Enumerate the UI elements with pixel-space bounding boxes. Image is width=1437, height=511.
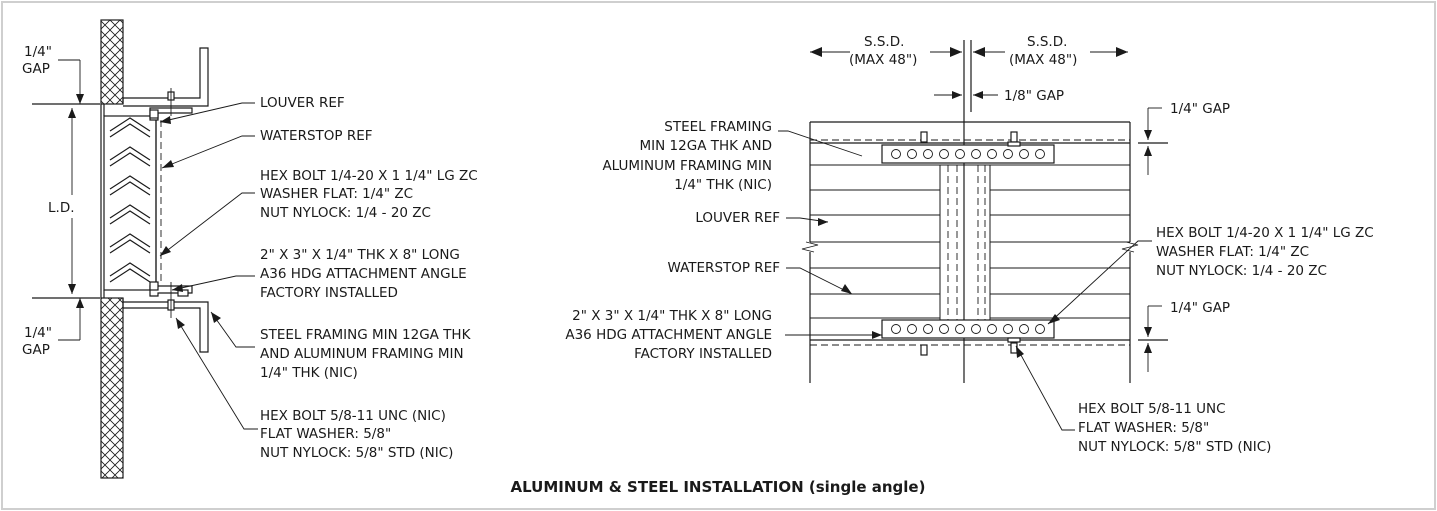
left-gap-top-line1: 1/4" [24,44,52,60]
left-framing-line2: AND ALUMINUM FRAMING MIN [260,346,464,362]
left-section-detail: 1/4" GAP 1/4" GAP L.D. LOUVER REF WATERS… [22,19,478,479]
right-framing-line4: 1/4" THK (NIC) [674,177,772,193]
ssd-left-line1: S.S.D. [864,34,904,50]
left-framing-line1: STEEL FRAMING MIN 12GA THK [260,327,472,343]
gap-center-label: 1/8" GAP [1004,88,1064,104]
dim-ld-label: L.D. [48,200,75,216]
left-angle-line2: A36 HDG ATTACHMENT ANGLE [260,266,467,282]
elevation-blades [810,164,1130,319]
right-hex-bolt-large-line2: FLAT WASHER: 5/8" [1078,420,1209,436]
left-waterstop-ref-label: WATERSTOP REF [260,128,373,144]
left-angle-line1: 2" X 3" X 1/4" THK X 8" LONG [260,247,460,263]
right-framing-line1: STEEL FRAMING [664,119,772,135]
wall-upper-hatch [100,19,124,105]
right-waterstop-ref-label: WATERSTOP REF [667,260,780,276]
left-gap-top-line2: GAP [22,61,50,77]
left-framing-line3: 1/4" THK (NIC) [260,365,358,381]
right-hex-bolt-small-line1: HEX BOLT 1/4-20 X 1 1/4" LG ZC [1156,225,1374,241]
ssd-right-line1: S.S.D. [1027,34,1067,50]
left-hex-bolt-large-line3: NUT NYLOCK: 5/8" STD (NIC) [260,445,453,461]
right-hex-bolt-large-line3: NUT NYLOCK: 5/8" STD (NIC) [1078,439,1271,455]
left-louver-ref-label: LOUVER REF [260,95,345,111]
top-angle-plate [881,144,1055,164]
bottom-angle-plate [881,319,1055,339]
left-gap-bottom-line2: GAP [22,342,50,358]
drawing-title: ALUMINUM & STEEL INSTALLATION (single an… [511,478,926,496]
right-louver-ref-label: LOUVER REF [695,210,780,226]
left-gap-bottom-line1: 1/4" [24,325,52,341]
mullion [939,164,991,321]
right-hex-bolt-small-line3: NUT NYLOCK: 1/4 - 20 ZC [1156,263,1327,279]
left-hex-bolt-small-line2: WASHER FLAT: 1/4" ZC [260,186,413,202]
top-framing [122,47,209,107]
left-hex-bolt-large-line1: HEX BOLT 5/8-11 UNC (NIC) [260,408,446,424]
bottom-framing [122,298,209,353]
ssd-left-line2: (MAX 48") [849,52,917,68]
right-gap-top-label: 1/4" GAP [1170,101,1230,117]
right-framing-line3: ALUMINUM FRAMING MIN [602,158,772,174]
right-angle-line1: 2" X 3" X 1/4" THK X 8" LONG [572,308,772,324]
right-gap-bottom-label: 1/4" GAP [1170,300,1230,316]
left-hex-bolt-large-line2: FLAT WASHER: 5/8" [260,426,391,442]
left-hex-bolt-small-line1: HEX BOLT 1/4-20 X 1 1/4" LG ZC [260,168,478,184]
right-elevation-detail: S.S.D. (MAX 48") S.S.D. (MAX 48") 1/8" G… [565,34,1373,455]
louver-frame [103,115,157,291]
left-hex-bolt-small-line3: NUT NYLOCK: 1/4 - 20 ZC [260,205,431,221]
ssd-right-line2: (MAX 48") [1009,52,1077,68]
right-angle-line2: A36 HDG ATTACHMENT ANGLE [565,327,772,343]
right-framing-line2: MIN 12GA THK AND [640,138,772,154]
right-hex-bolt-large-line1: HEX BOLT 5/8-11 UNC [1078,401,1226,417]
left-angle-line3: FACTORY INSTALLED [260,285,398,301]
top-angle-holes [891,149,1045,159]
right-angle-line3: FACTORY INSTALLED [634,346,772,362]
louver-blades [109,117,151,283]
wall-lower-hatch [100,297,124,479]
bottom-angle-holes [891,324,1045,334]
right-hex-bolt-small-line2: WASHER FLAT: 1/4" ZC [1156,244,1309,260]
